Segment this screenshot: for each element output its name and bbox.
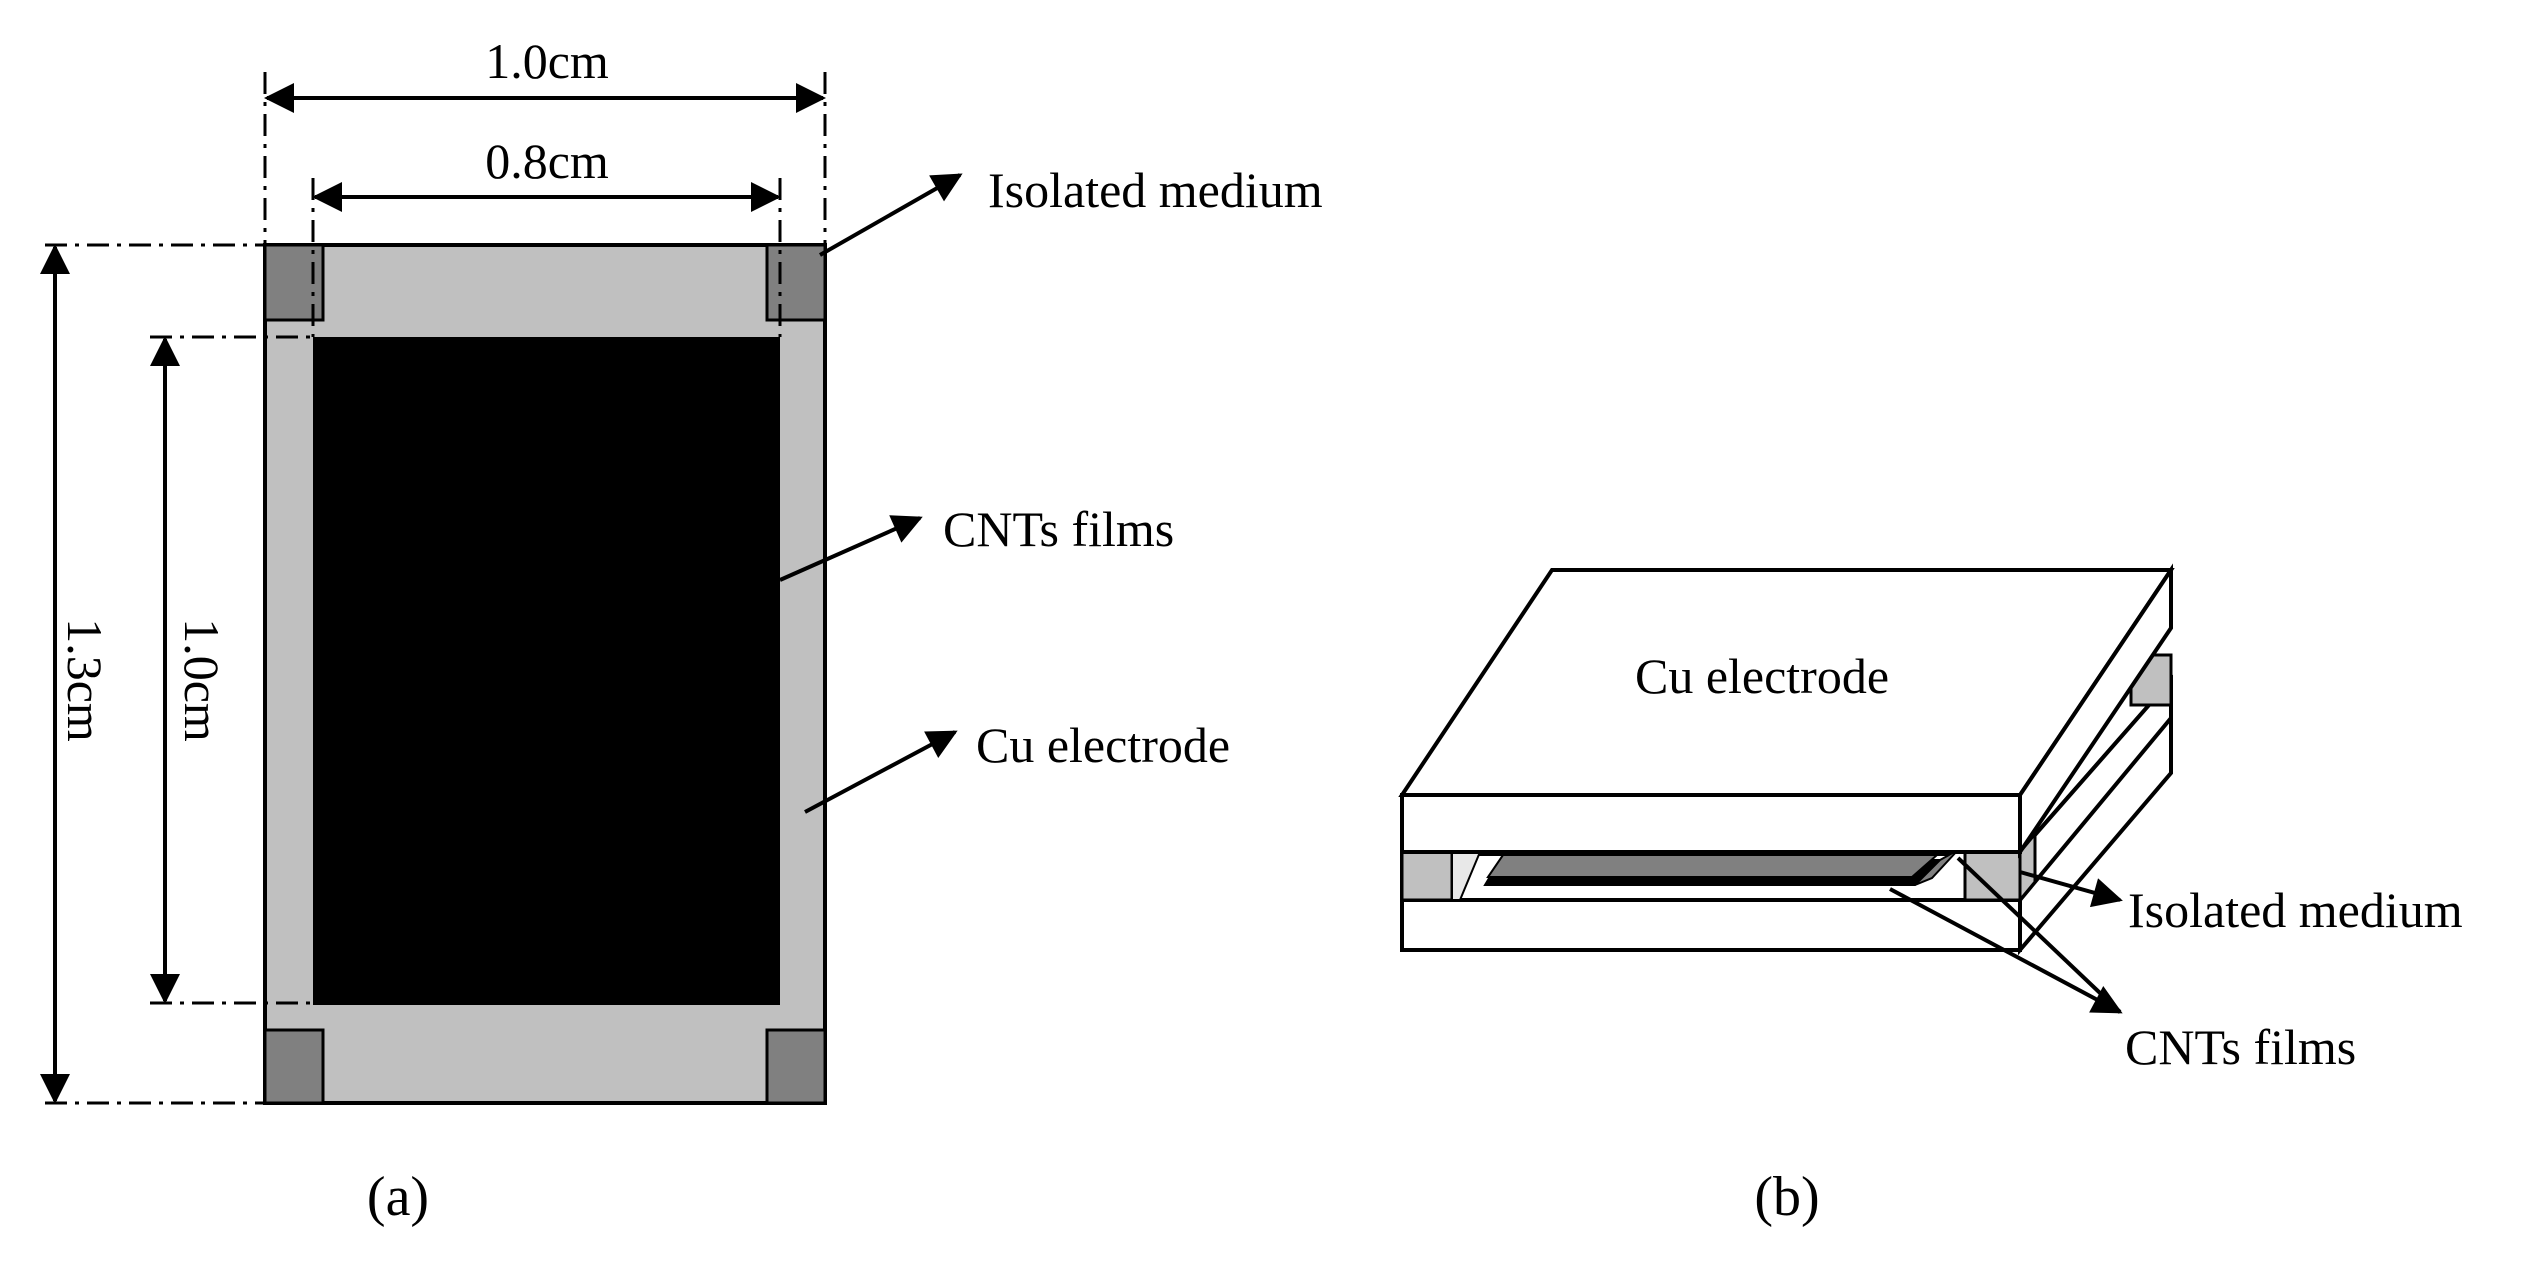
isolated-medium-block-bottom-right [765, 1028, 827, 1105]
label-b-cnts-films: CNTs films [2125, 1019, 2356, 1075]
extension-lines [45, 72, 827, 1105]
callout-arrow-cu-electrode [804, 730, 958, 814]
callout-arrow-isolated-medium [819, 173, 963, 257]
isolated-medium-block-top-right [765, 243, 827, 322]
dim-label-inner-height: 1.0cm [174, 618, 230, 742]
callout-arrow-b-isolated-medium [2019, 870, 2123, 908]
cnts-film-upper-side [1486, 854, 1940, 878]
callout-arrow-b-cnts-films-2 [1956, 856, 2122, 1014]
dim-label-outer-height: 1.3cm [57, 618, 113, 742]
label-isolated-medium: Isolated medium [988, 162, 1323, 218]
label-cu-electrode: Cu electrode [976, 717, 1230, 773]
dim-label-outer-width: 1.0cm [485, 33, 609, 89]
top-electrode-front [1400, 793, 2022, 854]
caption-b: (b) [1754, 1166, 1819, 1228]
callout-arrow-cnts-films [779, 515, 923, 582]
callout-arrow-b-cnts-films-1 [1889, 887, 2123, 1014]
label-b-cu-electrode: Cu electrode [1635, 648, 1889, 704]
caption-a: (a) [367, 1166, 429, 1228]
label-b-isolated-medium: Isolated medium [2128, 882, 2463, 938]
dim-label-inner-width: 0.8cm [485, 133, 609, 189]
label-cnts-films: CNTs films [943, 501, 1174, 557]
panel-a: 1.0cm 0.8cm 1.3cm 1.0cm Isolated medium … [40, 33, 1323, 1228]
isolated-medium-block-front-left [1400, 850, 1454, 902]
isolated-medium-block-bottom-left [263, 1028, 325, 1105]
cnts-film [313, 337, 780, 1005]
panel-b: Cu electrode Isolated medium CNTs films … [1398, 563, 2463, 1228]
